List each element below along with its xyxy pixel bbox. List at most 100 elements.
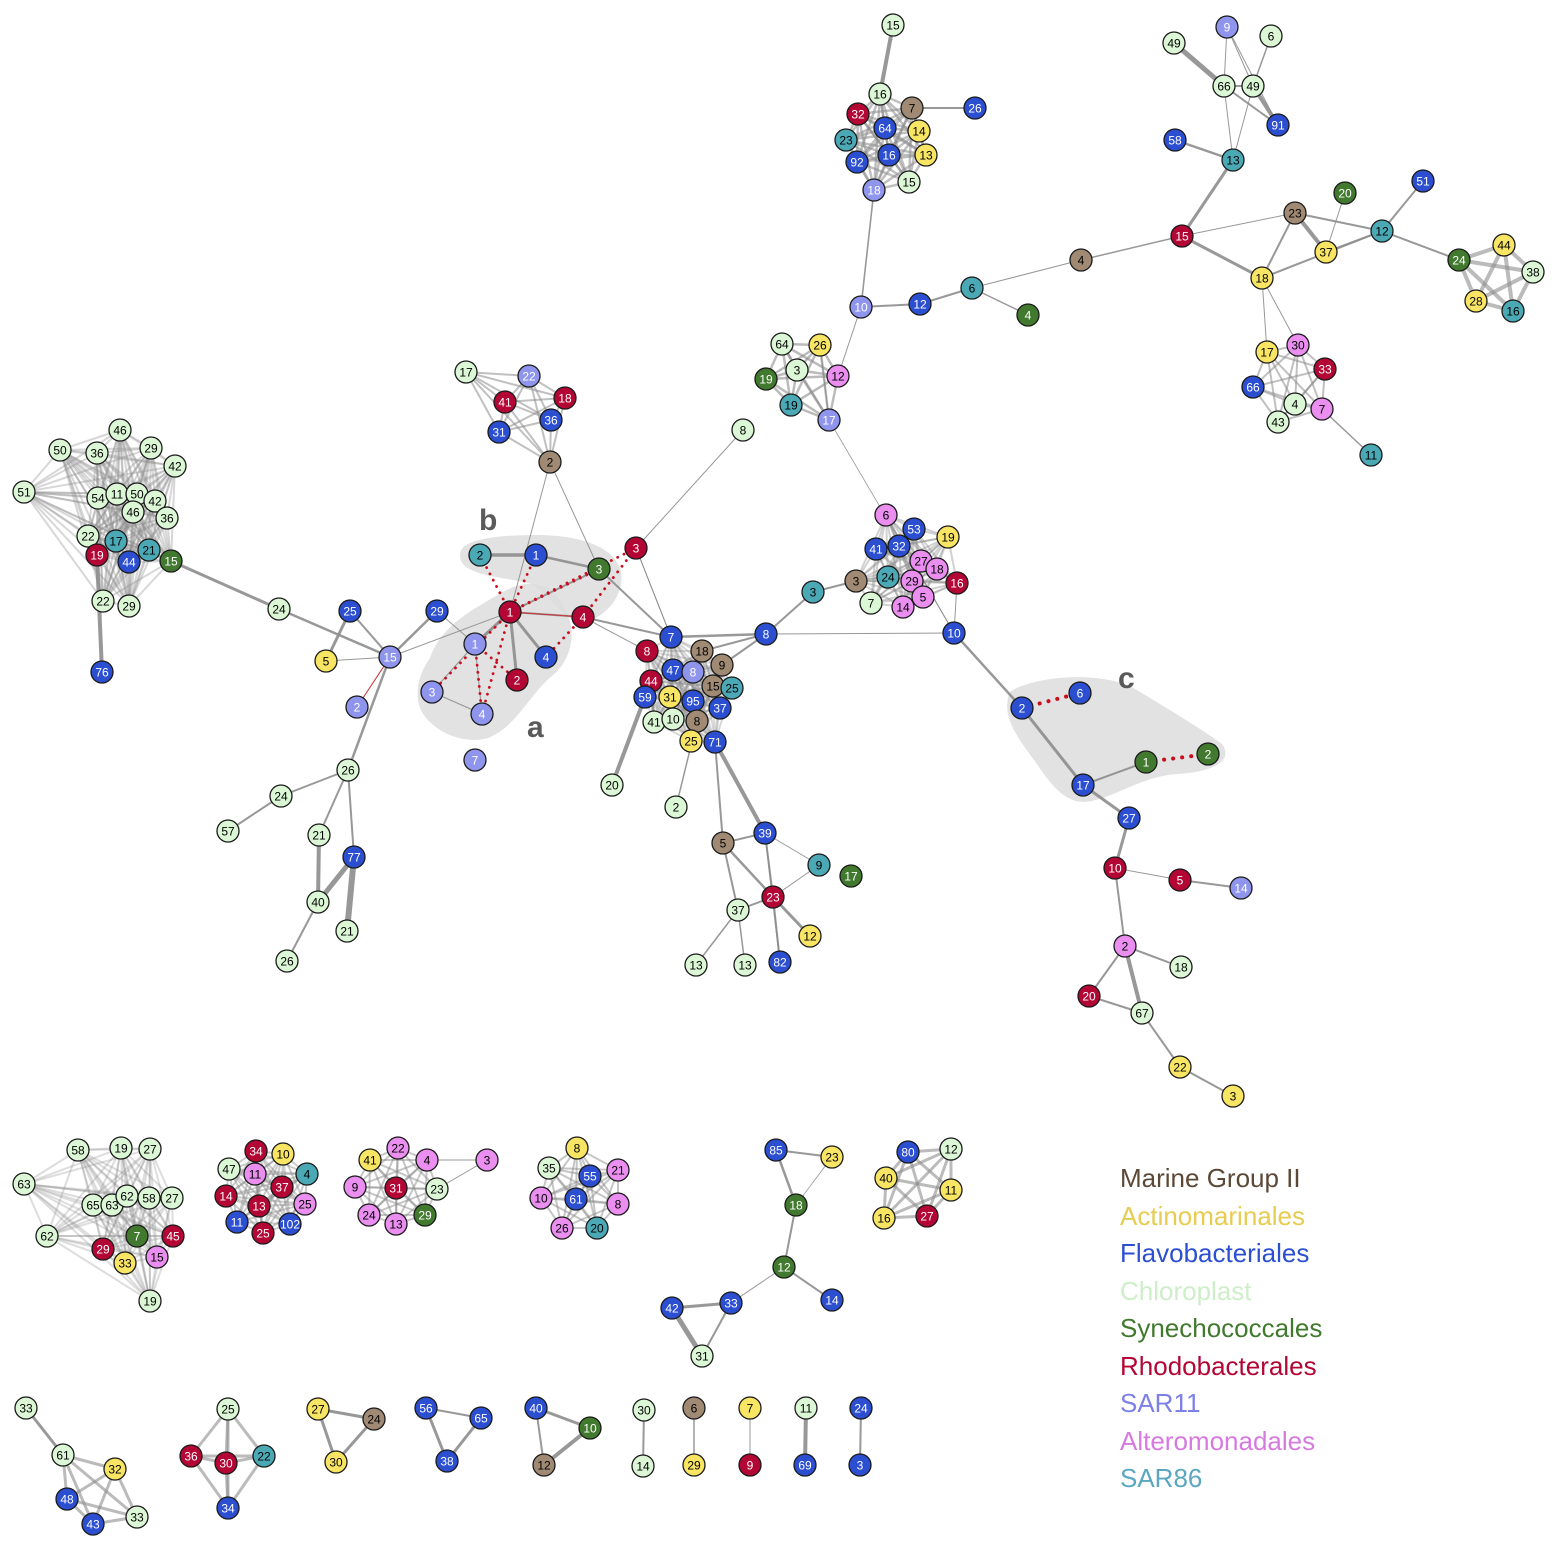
node-circle [137, 1186, 161, 1210]
network-node: 26 [808, 333, 832, 357]
node-label: 18 [789, 1199, 803, 1213]
network-edge [318, 769, 349, 836]
network-node: 11 [243, 1162, 267, 1186]
node-label: 7 [472, 754, 479, 768]
network-node: 11 [105, 482, 129, 506]
node-circle [661, 707, 685, 731]
network-node: 8 [754, 622, 778, 646]
highlight-region-b [460, 535, 622, 623]
panel-label-b: b [479, 504, 497, 537]
network-edge [102, 1197, 173, 1250]
node-circle [862, 178, 886, 202]
node-circle [874, 503, 898, 527]
node-circle [635, 639, 659, 663]
network-edge [102, 1248, 151, 1302]
network-edge [97, 429, 121, 499]
network-node: 18 [784, 1193, 808, 1217]
network-edge [87, 500, 156, 537]
node-label: 6 [969, 282, 976, 296]
node-label: 44 [644, 675, 658, 689]
network-node: 24 [269, 784, 293, 808]
network-edge [672, 669, 692, 742]
network-node: 27 [306, 1397, 330, 1421]
network-edge [111, 1204, 151, 1302]
node-circle [468, 543, 492, 567]
node-label: 21 [340, 925, 354, 939]
node-circle [498, 600, 522, 624]
node-circle [425, 1177, 449, 1201]
node-circle [1169, 955, 1193, 979]
network-node: 47 [661, 658, 685, 682]
network-node: 27 [138, 1137, 162, 1161]
node-circle [137, 538, 161, 562]
node-circle [338, 599, 362, 623]
node-label: 44 [122, 556, 136, 570]
network-node: 3 [420, 680, 444, 704]
network-node: 31 [384, 1176, 408, 1200]
network-edge [23, 491, 134, 513]
node-circle [690, 639, 714, 663]
node-label: 11 [800, 1402, 813, 1416]
node-circle [681, 660, 705, 684]
node-circle [1212, 74, 1236, 98]
node-label: 12 [831, 370, 845, 384]
node-label: 23 [825, 1151, 839, 1165]
network-node: 26 [550, 1216, 574, 1240]
node-label: 26 [813, 339, 827, 353]
network-edge [1261, 277, 1268, 353]
network-edge [46, 1235, 151, 1302]
node-label: 15 [150, 1251, 164, 1265]
node-circle [1215, 15, 1239, 39]
node-circle [826, 364, 850, 388]
network-node: 25 [251, 1221, 275, 1245]
node-label: 18 [1255, 272, 1269, 286]
node-circle [807, 853, 831, 877]
network-node: 21 [137, 538, 161, 562]
node-label: 3 [633, 542, 640, 556]
node-circle [117, 594, 141, 618]
network-node: 4 [1283, 392, 1307, 416]
network-edge [128, 447, 152, 607]
node-circle [664, 795, 688, 819]
node-label: 50 [130, 488, 144, 502]
legend-item-sar11: SAR11 [1120, 1388, 1201, 1418]
node-circle [244, 1139, 268, 1163]
network-node: 12 [908, 292, 932, 316]
network-edge [1252, 368, 1326, 388]
network-edge [96, 452, 104, 602]
node-circle [1501, 299, 1525, 323]
network-node: 51 [1411, 169, 1435, 193]
network-node: 50 [48, 438, 72, 462]
node-label: 12 [537, 1459, 551, 1473]
node-label: 85 [769, 1144, 783, 1158]
node-label: 25 [221, 1403, 235, 1417]
network-node: 29 [682, 1453, 706, 1477]
node-label: 5 [720, 837, 727, 851]
node-circle [271, 1142, 295, 1166]
node-label: 23 [430, 1183, 444, 1197]
network-edge [119, 429, 156, 502]
node-label: 14 [896, 601, 910, 615]
network-node: 25 [720, 676, 744, 700]
node-label: 31 [492, 426, 506, 440]
node-circle [475, 1148, 499, 1172]
node-circle [1250, 266, 1274, 290]
network-node: 11 [794, 1396, 818, 1420]
highlight-regions [417, 535, 1226, 802]
node-circle [839, 864, 863, 888]
network-node: 6 [874, 503, 898, 527]
network-edge [765, 632, 955, 635]
network-node: 71 [703, 730, 727, 754]
network-edge [498, 397, 566, 433]
node-label: 8 [690, 666, 697, 680]
node-circle [820, 1145, 844, 1169]
network-node: 19 [109, 1136, 133, 1160]
network-node: 29 [117, 594, 141, 618]
network-node: 10 [529, 1186, 553, 1210]
network-edge [1114, 867, 1126, 947]
network-node: 4 [571, 605, 595, 629]
node-label: 15 [706, 680, 720, 694]
node-label: 7 [134, 1230, 141, 1244]
node-circle [817, 408, 841, 432]
network-node: 15 [881, 13, 905, 37]
